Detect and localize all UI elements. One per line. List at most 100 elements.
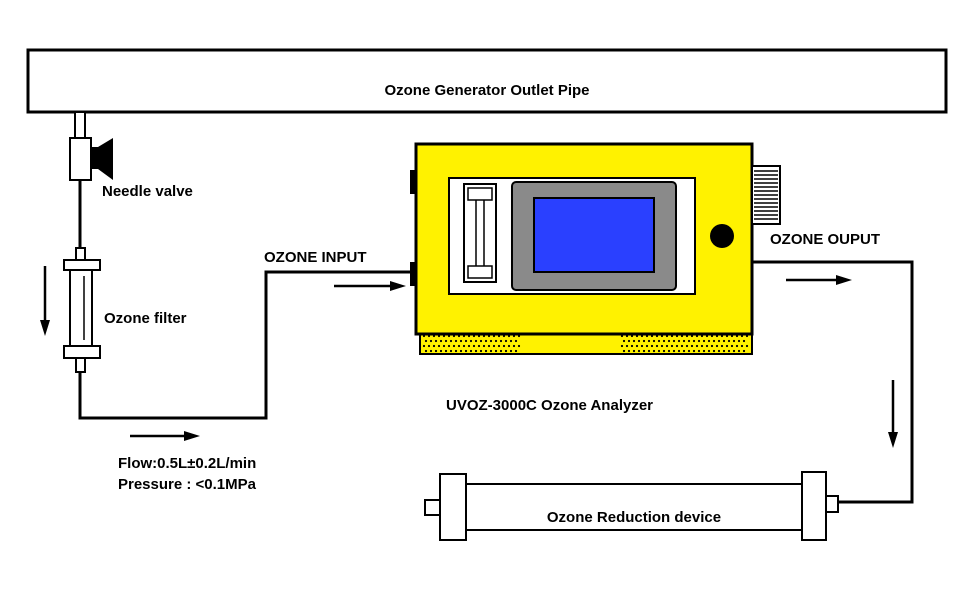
vent-dot (672, 339, 676, 343)
output-arrow (786, 275, 852, 285)
vent-dot (652, 349, 656, 353)
vent-dot (687, 349, 691, 353)
vent-dot (637, 339, 641, 343)
vent-dot (449, 349, 453, 353)
vent-dot (424, 339, 428, 343)
analyzer-knob (710, 224, 734, 248)
ozone-input-label: OZONE INPUT (264, 249, 367, 266)
vent-dot (444, 349, 448, 353)
vent-dot (680, 344, 684, 348)
vent-dot (715, 344, 719, 348)
vent-dot (725, 344, 729, 348)
vent-dot (447, 344, 451, 348)
vent-dot (434, 339, 438, 343)
vent-dot (712, 349, 716, 353)
vent-dot (700, 344, 704, 348)
vent-dot (462, 344, 466, 348)
vent-dot (427, 344, 431, 348)
vent-dot (687, 339, 691, 343)
analyzer-display (511, 181, 677, 291)
vent-dot (492, 344, 496, 348)
vent-dot (675, 344, 679, 348)
vent-dot (682, 339, 686, 343)
vent-dot (712, 339, 716, 343)
vent-dot (732, 339, 736, 343)
vent-dot (507, 344, 511, 348)
vent-dot (452, 344, 456, 348)
vent-dot (642, 349, 646, 353)
vent-dot (737, 339, 741, 343)
vent-dot (677, 349, 681, 353)
vent-dot (737, 349, 741, 353)
vent-dot (494, 339, 498, 343)
input-arrow (334, 281, 406, 291)
vent-dot (464, 349, 468, 353)
vent-dot (469, 349, 473, 353)
flow-arrow-bottom (130, 431, 200, 441)
vent-dot (509, 349, 513, 353)
vent-dot (457, 344, 461, 348)
vent-dot (469, 339, 473, 343)
tube-to-analyzer (78, 270, 418, 420)
vent-dot (474, 349, 478, 353)
vent-dot (665, 344, 669, 348)
vent-dot (517, 344, 521, 348)
vent-dot (672, 349, 676, 353)
vent-dot (487, 344, 491, 348)
vent-dot (477, 344, 481, 348)
vent-dot (622, 339, 626, 343)
vent-dot (697, 339, 701, 343)
vent-dot (677, 339, 681, 343)
vent-dot (742, 349, 746, 353)
reduction-device-label: Ozone Reduction device (547, 509, 721, 526)
vent-dot (667, 339, 671, 343)
vent-dot (424, 349, 428, 353)
vent-dot (494, 349, 498, 353)
vent-dot (444, 339, 448, 343)
vent-dot (682, 349, 686, 353)
vent-dot (434, 349, 438, 353)
vent-dot (692, 339, 696, 343)
vent-dot (437, 344, 441, 348)
vent-dot (429, 349, 433, 353)
vent-dot (640, 344, 644, 348)
vent-dot (662, 349, 666, 353)
vent-dot (717, 339, 721, 343)
vent-dot (499, 349, 503, 353)
vent-dot (697, 349, 701, 353)
vent-dot (635, 344, 639, 348)
vent-dot (735, 344, 739, 348)
vent-dot (655, 344, 659, 348)
needle-valve[interactable] (69, 137, 113, 181)
vent-dot (727, 339, 731, 343)
vent-dot (504, 339, 508, 343)
needle-valve-label: Needle valve (102, 183, 193, 200)
vent-dot (439, 349, 443, 353)
vent-dot (630, 344, 634, 348)
vent-dot (645, 344, 649, 348)
vent-dot (657, 349, 661, 353)
vent-dot (459, 349, 463, 353)
vent-dot (642, 339, 646, 343)
vent-dot (740, 344, 744, 348)
ozone-reduction-device (424, 471, 839, 541)
vent-dot (692, 349, 696, 353)
vent-dot (632, 349, 636, 353)
down-arrow-right (888, 380, 898, 448)
vent-dot (509, 339, 513, 343)
vent-dot (662, 339, 666, 343)
vent-dot (439, 339, 443, 343)
analyzer-label: UVOZ-3000C Ozone Analyzer (446, 397, 653, 414)
vent-dot (514, 349, 518, 353)
vent-dot (484, 339, 488, 343)
vent-dot (717, 349, 721, 353)
vent-dot (685, 344, 689, 348)
vent-dot (442, 344, 446, 348)
vent-dot (732, 349, 736, 353)
vent-dot (730, 344, 734, 348)
vent-dot (627, 339, 631, 343)
down-arrow-left (40, 266, 50, 336)
analyzer-fan-grille (751, 165, 781, 225)
vent-dot (472, 344, 476, 348)
